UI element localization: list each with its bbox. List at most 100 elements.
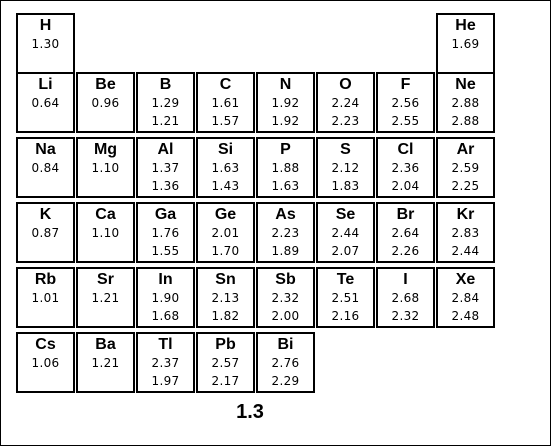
element-value-1: 2.84 — [451, 291, 480, 305]
element-cell-kr: Kr 2.83 2.44 — [436, 202, 495, 263]
element-value-2: 1.70 — [211, 244, 240, 258]
element-value-2: 1.82 — [211, 309, 240, 323]
element-value-1: 0.96 — [91, 96, 120, 110]
element-cell-li: Li 0.64 — [16, 72, 75, 133]
element-value-2: 2.23 — [331, 114, 360, 128]
element-cell-sb: Sb 2.32 2.00 — [256, 267, 315, 328]
element-symbol: Sb — [275, 271, 296, 288]
element-value-2: 2.00 — [271, 309, 300, 323]
element-cell-ga: Ga 1.76 1.55 — [136, 202, 195, 263]
element-cell-i: I 2.68 2.32 — [376, 267, 435, 328]
element-value-1: 2.59 — [451, 161, 480, 175]
element-symbol: Mg — [93, 141, 118, 158]
element-value-1: 1.63 — [211, 161, 240, 175]
element-symbol: Rb — [34, 271, 57, 288]
element-symbol: Be — [95, 76, 116, 93]
element-symbol: C — [219, 76, 232, 93]
element-cell-na: Na 0.84 — [16, 137, 75, 198]
element-value-1: 1.69 — [451, 37, 480, 51]
element-symbol: Si — [217, 141, 234, 158]
element-value-1: 2.57 — [211, 356, 240, 370]
element-value-2: 2.32 — [391, 309, 420, 323]
element-symbol: N — [279, 76, 292, 93]
element-symbol: As — [275, 206, 296, 223]
element-symbol: Sr — [97, 271, 114, 288]
element-symbol: P — [280, 141, 291, 158]
element-value-2: 2.04 — [391, 179, 420, 193]
element-cell-br: Br 2.64 2.26 — [376, 202, 435, 263]
element-value-2: 1.43 — [211, 179, 240, 193]
element-cell-sr: Sr 1.21 — [76, 267, 135, 328]
element-symbol: Al — [157, 141, 174, 158]
element-value-2: 2.88 — [451, 114, 480, 128]
element-cell-ca: Ca 1.10 — [76, 202, 135, 263]
element-cell-mg: Mg 1.10 — [76, 137, 135, 198]
element-symbol: Ca — [95, 206, 116, 223]
element-value-1: 1.29 — [151, 96, 180, 110]
element-value-1: 2.01 — [211, 226, 240, 240]
element-symbol: Bi — [277, 336, 294, 353]
element-value-1: 2.44 — [331, 226, 360, 240]
element-value-1: 2.24 — [331, 96, 360, 110]
element-cell-c: C 1.61 1.57 — [196, 72, 255, 133]
element-cell-p: P 1.88 1.63 — [256, 137, 315, 198]
element-value-1: 1.10 — [91, 226, 120, 240]
element-symbol: Ga — [154, 206, 177, 223]
element-symbol: Ne — [455, 76, 476, 93]
element-cell-xe: Xe 2.84 2.48 — [436, 267, 495, 328]
element-value-1: 1.92 — [271, 96, 300, 110]
element-value-2: 2.29 — [271, 374, 300, 388]
element-symbol: Li — [38, 76, 53, 93]
element-symbol: Kr — [456, 206, 475, 223]
element-symbol: Pb — [215, 336, 236, 353]
element-value-1: 1.90 — [151, 291, 180, 305]
element-symbol: S — [340, 141, 351, 158]
element-symbol: Sn — [215, 271, 236, 288]
element-value-1: 2.36 — [391, 161, 420, 175]
element-value-2: 1.63 — [271, 179, 300, 193]
element-value-2: 2.48 — [451, 309, 480, 323]
element-value-1: 2.88 — [451, 96, 480, 110]
element-symbol: K — [39, 206, 52, 223]
element-value-2: 2.55 — [391, 114, 420, 128]
element-value-2: 2.44 — [451, 244, 480, 258]
element-symbol: Cs — [35, 336, 56, 353]
element-value-1: 0.64 — [31, 96, 60, 110]
element-value-2: 1.55 — [151, 244, 180, 258]
element-symbol: H — [39, 17, 52, 34]
element-value-1: 1.88 — [271, 161, 300, 175]
element-symbol: Ba — [95, 336, 116, 353]
element-value-1: 2.32 — [271, 291, 300, 305]
element-cell-pb: Pb 2.57 2.17 — [196, 332, 255, 393]
element-value-2: 1.83 — [331, 179, 360, 193]
element-symbol: Ge — [214, 206, 237, 223]
element-value-2: 1.68 — [151, 309, 180, 323]
element-value-1: 1.01 — [31, 291, 60, 305]
element-cell-s: S 2.12 1.83 — [316, 137, 375, 198]
element-cell-bi: Bi 2.76 2.29 — [256, 332, 315, 393]
element-cell-sn: Sn 2.13 1.82 — [196, 267, 255, 328]
element-value-1: 2.13 — [211, 291, 240, 305]
element-cell-be: Be 0.96 — [76, 72, 135, 133]
element-symbol: Xe — [455, 271, 476, 288]
element-value-1: 1.61 — [211, 96, 240, 110]
element-symbol: Br — [396, 206, 415, 223]
element-value-2: 1.21 — [151, 114, 180, 128]
element-cell-as: As 2.23 1.89 — [256, 202, 315, 263]
element-symbol: Se — [335, 206, 356, 223]
element-cell-te: Te 2.51 2.16 — [316, 267, 375, 328]
element-value-1: 1.06 — [31, 356, 60, 370]
element-symbol: He — [455, 17, 476, 34]
element-value-2: 2.07 — [331, 244, 360, 258]
element-value-1: 2.23 — [271, 226, 300, 240]
element-cell-ge: Ge 2.01 1.70 — [196, 202, 255, 263]
element-symbol: O — [339, 76, 352, 93]
element-symbol: Na — [35, 141, 56, 158]
element-value-1: 2.68 — [391, 291, 420, 305]
element-value-2: 1.92 — [271, 114, 300, 128]
element-value-2: 1.57 — [211, 114, 240, 128]
element-value-1: 2.12 — [331, 161, 360, 175]
element-value-1: 1.30 — [31, 37, 60, 51]
element-symbol: Te — [336, 271, 355, 288]
element-cell-se: Se 2.44 2.07 — [316, 202, 375, 263]
